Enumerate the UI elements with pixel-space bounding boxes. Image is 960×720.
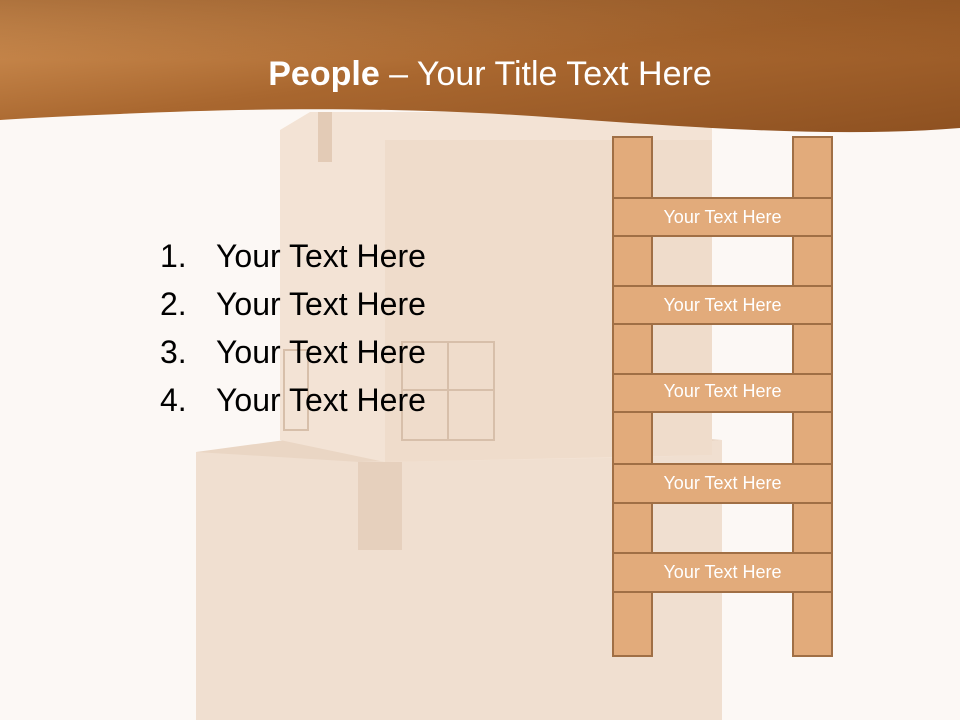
ladder-rail-right-segment — [792, 411, 833, 465]
ladder-rung-label: Your Text Here — [663, 381, 782, 401]
list-text: Your Text Here — [216, 286, 426, 322]
ladder-rung — [612, 285, 833, 325]
ladder-rail-right-segment — [792, 235, 833, 287]
ladder-rail-right-segment — [792, 323, 833, 375]
list-item: 3. Your Text Here — [160, 328, 426, 376]
slide-title: People – Your Title Text Here — [0, 52, 960, 96]
list-text: Your Text Here — [216, 382, 426, 418]
list-text: Your Text Here — [216, 334, 426, 370]
numbered-list: 1. Your Text Here 2. Your Text Here 3. Your… — [160, 232, 426, 424]
title-bold: People — [268, 55, 380, 93]
list-number: 2. — [160, 286, 187, 322]
ladder-rung-label: Your Text Here — [663, 295, 782, 315]
ladder-rail-left-segment — [612, 136, 653, 199]
ladder-rung-label: Your Text Here — [663, 473, 782, 493]
list-item: 4. Your Text Here — [160, 376, 426, 424]
ladder-rail-left-segment — [612, 502, 653, 554]
ladder-rail-right-segment — [792, 136, 833, 199]
ladder-rail-right-segment — [792, 502, 833, 554]
list-text: Your Text Here — [216, 238, 426, 274]
ladder-rung — [612, 463, 833, 504]
ladder-rung — [612, 373, 833, 413]
ladder-rung — [612, 552, 833, 593]
ladder-rung — [612, 197, 833, 237]
list-number: 1. — [160, 238, 187, 274]
ladder-rail-right-segment — [792, 591, 833, 657]
header-band — [0, 0, 960, 133]
ladder-rail-left-segment — [612, 235, 653, 287]
ladder-rail-left-segment — [612, 411, 653, 465]
ladder-rung-label: Your Text Here — [663, 207, 782, 227]
title-rest: – Your Title Text Here — [379, 55, 712, 93]
ladder-rail-left-segment — [612, 591, 653, 657]
ladder-rail-left-segment — [612, 323, 653, 375]
ladder-rung-label: Your Text Here — [663, 562, 782, 582]
list-number: 3. — [160, 334, 187, 370]
list-number: 4. — [160, 382, 187, 418]
list-item: 1. Your Text Here — [160, 232, 426, 280]
list-item: 2. Your Text Here — [160, 280, 426, 328]
